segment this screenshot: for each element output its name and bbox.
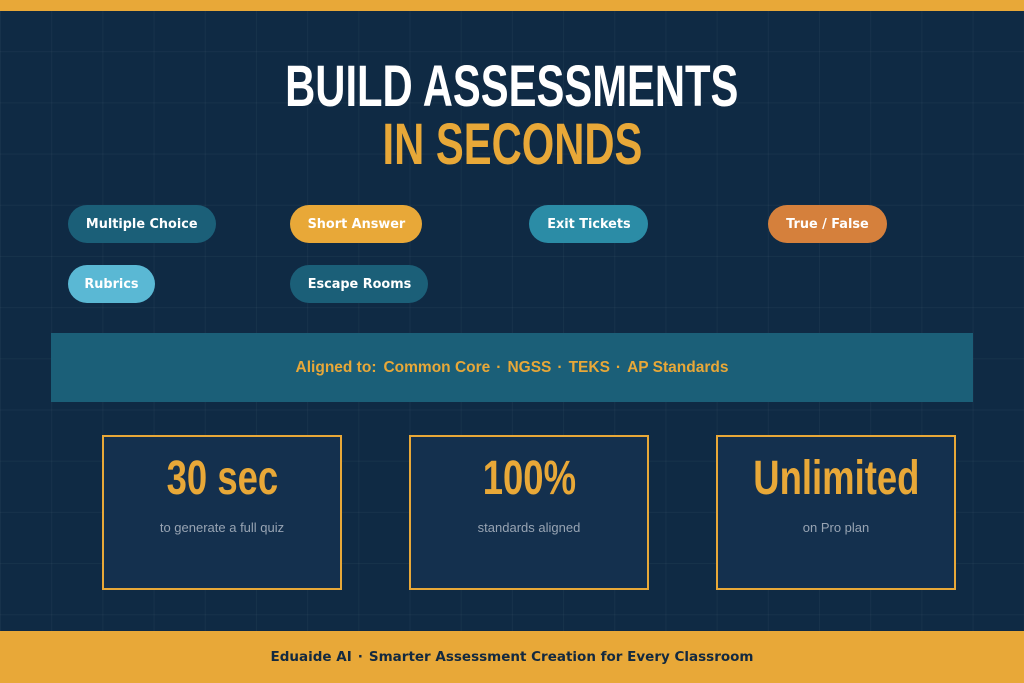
footer-tagline: Smarter Assessment Creation for Every Cl…	[368, 649, 754, 665]
standard-teks: TEKS	[568, 358, 610, 376]
standard-ngss: NGSS	[507, 358, 552, 376]
pill-label: Exit Tickets	[546, 216, 631, 232]
pill-rubrics[interactable]: Rubrics	[68, 265, 155, 303]
standard-common-core: Common Core	[383, 358, 491, 376]
pill-label: Short Answer	[307, 216, 405, 232]
separator-dot: ·	[557, 358, 563, 376]
top-accent-bar	[0, 0, 1024, 11]
stat-card-unlimited: Unlimited on Pro plan	[716, 435, 956, 590]
stat-caption: to generate a full quiz	[159, 520, 285, 535]
stat-card-speed: 30 sec to generate a full quiz	[102, 435, 342, 590]
headline-line-2: IN SECONDS	[0, 116, 1024, 174]
pill-label: True / False	[786, 216, 869, 232]
headline-line-2-text: IN SECONDS	[382, 112, 642, 177]
separator-dot: ·	[357, 649, 363, 665]
footer-bar: Eduaide AI · Smarter Assessment Creation…	[0, 631, 1024, 683]
stat-card-alignment: 100% standards aligned	[409, 435, 649, 590]
pill-exit-tickets[interactable]: Exit Tickets	[529, 205, 648, 243]
stat-value: 100%	[411, 455, 647, 503]
stat-value-text: Unlimited	[752, 452, 920, 505]
separator-dot: ·	[615, 358, 622, 376]
pill-label: Multiple Choice	[86, 216, 198, 232]
separator-dot: ·	[496, 358, 502, 376]
pill-label: Escape Rooms	[307, 276, 411, 292]
stat-value: 30 sec	[104, 455, 340, 503]
stat-caption: standards aligned	[477, 520, 581, 535]
stat-caption: on Pro plan	[802, 520, 870, 535]
footer-brand: Eduaide AI	[270, 649, 352, 665]
stat-value-text: 30 sec	[166, 452, 278, 505]
headline-line-1: BUILD ASSESSMENTS	[0, 58, 1024, 116]
pill-multiple-choice[interactable]: Multiple Choice	[68, 205, 216, 243]
pill-escape-rooms[interactable]: Escape Rooms	[290, 265, 428, 303]
pill-label: Rubrics	[84, 276, 139, 292]
standard-ap: AP Standards	[627, 358, 729, 376]
stat-value-text: 100%	[482, 452, 576, 505]
standards-lead: Aligned to:	[295, 358, 377, 376]
pill-true-false[interactable]: True / False	[768, 205, 887, 243]
pill-short-answer[interactable]: Short Answer	[290, 205, 422, 243]
standards-band: Aligned to: Common Core · NGSS · TEKS · …	[51, 333, 973, 402]
stat-value: Unlimited	[718, 455, 954, 503]
headline-line-1-text: BUILD ASSESSMENTS	[285, 54, 739, 119]
